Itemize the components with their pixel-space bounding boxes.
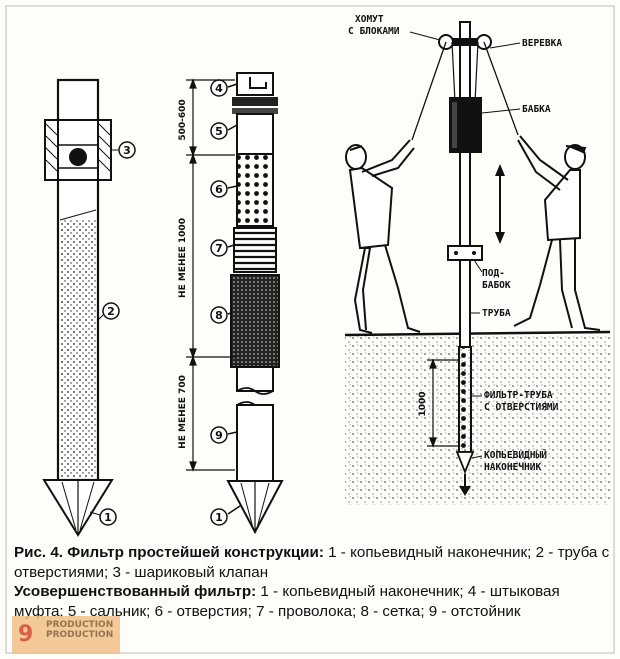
dim-min-1000: НЕ МЕНЕЕ 1000 — [178, 218, 188, 298]
label-support-1: ПОД- — [482, 268, 505, 279]
perforation-edge — [59, 209, 97, 221]
dim-1000: 1000 — [418, 391, 428, 416]
dimension-lines — [186, 78, 235, 472]
pulley-clamp — [448, 38, 482, 46]
underground-filter — [458, 346, 472, 453]
gland — [232, 97, 278, 106]
label-tip-2: НАКОНЕЧНИК — [484, 462, 541, 473]
callout-7-label: 7 — [215, 242, 223, 255]
label-clamp-2: С БЛОКАМИ — [348, 26, 400, 37]
ball-valve — [69, 148, 87, 166]
down-arrow — [459, 486, 471, 496]
callout-2-label: 2 — [107, 305, 115, 318]
worker-right — [513, 135, 601, 331]
driving-scene: 1000 ХОМУТ С БЛОКАМИ ВЕРЕВКА БАБКА ПОД- … — [344, 14, 611, 505]
label-rope: ВЕРЕВКА — [522, 38, 562, 49]
rope-left — [411, 41, 447, 141]
callout-3 — [118, 141, 136, 159]
label-pipe: ТРУБА — [482, 308, 511, 319]
callout-6-label: 6 — [215, 183, 223, 196]
support-clamp — [447, 245, 483, 261]
callout-9-label: 9 — [215, 429, 223, 442]
figure-caption: Рис. 4. Фильтр простейшей конструкции: 1… — [14, 543, 610, 621]
label-weight: БАБКА — [522, 104, 551, 115]
caption-improved-title: Усовершенствованный фильтр: — [14, 583, 257, 600]
rope-right — [483, 41, 519, 136]
label-clamp-1: ХОМУТ — [355, 14, 384, 25]
simple-filter-perforation — [60, 220, 96, 478]
page-frame — [5, 5, 615, 654]
pipe-upper — [236, 113, 274, 155]
callout-1-simple — [99, 508, 117, 526]
pipe-lower-upper — [236, 366, 274, 392]
improved-filter: 4 5 6 7 8 9 1 500-600 НЕ МЕНЕЕ 1000 НЕ М… — [178, 72, 284, 535]
sump — [236, 404, 274, 482]
callout-1-improved-label: 1 — [215, 511, 223, 524]
callout-3-label: 3 — [123, 144, 131, 157]
bayonet-coupling — [236, 72, 274, 96]
dim-min-700: НЕ МЕНЕЕ 700 — [178, 375, 188, 449]
callout-2 — [102, 302, 120, 320]
caption-improved-text: 1 - копьевидный наконечник; 4 - штыковая… — [14, 583, 560, 620]
worker-left — [345, 139, 421, 334]
mesh-section — [230, 274, 280, 368]
caption-text: 1 - копьевидный наконечник; 2 - труба с … — [14, 544, 610, 581]
wire-winding — [233, 227, 277, 273]
callout-1-simple-label: 1 — [104, 511, 112, 524]
watermark-number: 9 — [18, 622, 34, 647]
drive-pipe — [459, 21, 471, 348]
simple-filter: 3 2 1 — [42, 78, 136, 537]
callout-4-label: 4 — [215, 82, 223, 95]
callout-8-label: 8 — [215, 309, 223, 322]
label-support-2: БАБОК — [482, 280, 511, 291]
label-filter-1: ФИЛЬТР-ТРУБА — [484, 390, 553, 401]
holes-section — [236, 153, 274, 227]
caption-title: Рис. 4. Фильтр простейшей конструкции: — [14, 544, 324, 561]
dim-500-600: 500-600 — [178, 99, 188, 140]
underground-tip — [455, 451, 475, 475]
label-tip-1: КОПЬЕВИДНЫЙ — [484, 449, 547, 461]
label-filter-2: С ОТВЕРСТИЯМИ — [484, 402, 559, 413]
callout-5-label: 5 — [215, 125, 223, 138]
ground — [345, 335, 610, 505]
